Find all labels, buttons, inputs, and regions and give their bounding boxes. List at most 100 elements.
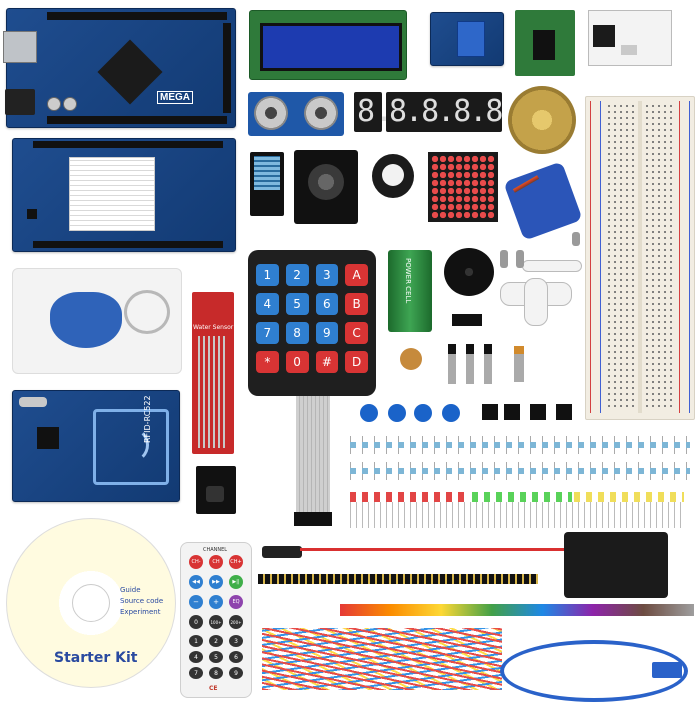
digit-4-button[interactable]: 4 (189, 651, 203, 663)
key-4[interactable]: 4 (256, 293, 279, 315)
driver-chip (533, 30, 555, 60)
relay-module (430, 12, 504, 66)
hole-grid-left (606, 103, 636, 411)
resistor-bodies (350, 442, 690, 448)
key-hash[interactable]: # (315, 351, 339, 373)
key-8[interactable]: 8 (285, 322, 309, 344)
led-dot-matrix (428, 152, 498, 222)
remote-row-zero: 0 100+ 200+ (189, 615, 243, 629)
remote-row-media: ◀◀ ▶▶ ▶|| (189, 575, 243, 589)
key-6[interactable]: 6 (315, 293, 339, 315)
usb-plug (652, 662, 682, 678)
seven-seg-quad-digits: 8.8.8.8. (389, 94, 519, 129)
ch-minus-button[interactable]: CH- (189, 555, 203, 569)
led-red-row (350, 492, 470, 502)
key-5[interactable]: 5 (285, 293, 309, 315)
key-d[interactable]: D (345, 351, 368, 373)
power-rail-blue (600, 101, 601, 413)
remote-row-vol: − + EQ (189, 595, 243, 609)
ribbon-connector (294, 512, 332, 526)
digit-1-button[interactable]: 1 (189, 635, 203, 647)
battery-label: POWER CELL (404, 258, 412, 304)
dht-grille (254, 156, 280, 190)
water-level-sensor: Water Sensor (192, 292, 234, 454)
prev-button[interactable]: ◀◀ (189, 575, 203, 589)
dht11-sensor (250, 152, 284, 216)
digit-2-button[interactable]: 2 (209, 635, 223, 647)
key-a[interactable]: A (345, 264, 368, 286)
cd-line-experiment: Experiment (120, 608, 161, 616)
tactile-button (482, 404, 498, 420)
round-sensor-module (372, 154, 414, 198)
ch-plus-button[interactable]: CH+ (229, 555, 243, 569)
prototype-shield (12, 138, 236, 252)
potentiometer (400, 348, 422, 370)
power-rail-red (679, 101, 680, 413)
key-3[interactable]: 3 (315, 264, 339, 286)
battery-cable (300, 548, 564, 551)
photo-resistor (514, 346, 524, 382)
lcd-screen (260, 23, 402, 71)
next-button[interactable]: ▶▶ (209, 575, 223, 589)
button-cap-blue (414, 404, 432, 422)
remote-brand: CE (209, 685, 218, 692)
key-9[interactable]: 9 (315, 322, 339, 344)
rfid-label: RFID-RC522 (143, 395, 152, 443)
ir-remote: CHANNEL CH- CH CH+ ◀◀ ▶▶ ▶|| − + EQ 0 10… (180, 542, 252, 698)
servo-motor (503, 161, 583, 241)
center-channel (638, 101, 642, 413)
digit-8-button[interactable]: 8 (209, 667, 223, 679)
key-1[interactable]: 1 (256, 264, 279, 286)
key-0[interactable]: 0 (285, 351, 309, 373)
keyring (124, 290, 170, 334)
remote-row-ch: CH- CH CH+ (189, 555, 243, 569)
digit-3-button[interactable]: 3 (229, 635, 243, 647)
usb-port (3, 31, 37, 63)
button-cap-blue (442, 404, 460, 422)
screw (572, 232, 580, 246)
matrix-dots (431, 155, 495, 219)
reader-chip (37, 427, 59, 449)
vol-down-button[interactable]: − (189, 595, 203, 609)
usb-socket (621, 45, 637, 55)
dc-jack (5, 89, 35, 115)
key-7[interactable]: 7 (256, 322, 279, 344)
key-2[interactable]: 2 (285, 264, 309, 286)
arduino-mega-board: MEGA (3, 8, 236, 128)
key-b[interactable]: B (345, 293, 368, 315)
antenna-coil (93, 409, 169, 485)
screw (500, 250, 508, 268)
keypad-ribbon-cable (296, 396, 330, 516)
digit-7-button[interactable]: 7 (189, 667, 203, 679)
digit-5-button[interactable]: 5 (209, 651, 223, 663)
lcd-module (249, 10, 407, 80)
zero-button[interactable]: 0 (189, 615, 203, 629)
header-bottom (33, 241, 223, 248)
jumper-ribbon (340, 604, 694, 616)
digit-9-button[interactable]: 9 (229, 667, 243, 679)
loose-jumper-wires (262, 628, 502, 690)
resistor-bodies (350, 468, 690, 474)
play-pause-button[interactable]: ▶|| (229, 575, 243, 589)
cd-title: Starter Kit (54, 650, 138, 666)
capacitor (47, 97, 61, 111)
hole-grid-right (644, 103, 674, 411)
mcu-chip (97, 39, 163, 105)
plus100-button[interactable]: 100+ (209, 615, 223, 629)
key-c[interactable]: C (345, 322, 368, 344)
joystick-module (294, 150, 358, 224)
vol-up-button[interactable]: + (209, 595, 223, 609)
eq-button[interactable]: EQ (229, 595, 243, 609)
battery-box (564, 532, 668, 598)
plus200-button[interactable]: 200+ (229, 615, 243, 629)
remote-top-label: CHANNEL (203, 547, 228, 553)
screw (516, 250, 524, 268)
tactile-button (504, 404, 520, 420)
digit-6-button[interactable]: 6 (229, 651, 243, 663)
ch-button[interactable]: CH (209, 555, 223, 569)
key-star[interactable]: * (256, 351, 279, 373)
power-rail-red (590, 101, 591, 413)
transducer-right (304, 96, 338, 130)
led-green-row (472, 492, 572, 502)
